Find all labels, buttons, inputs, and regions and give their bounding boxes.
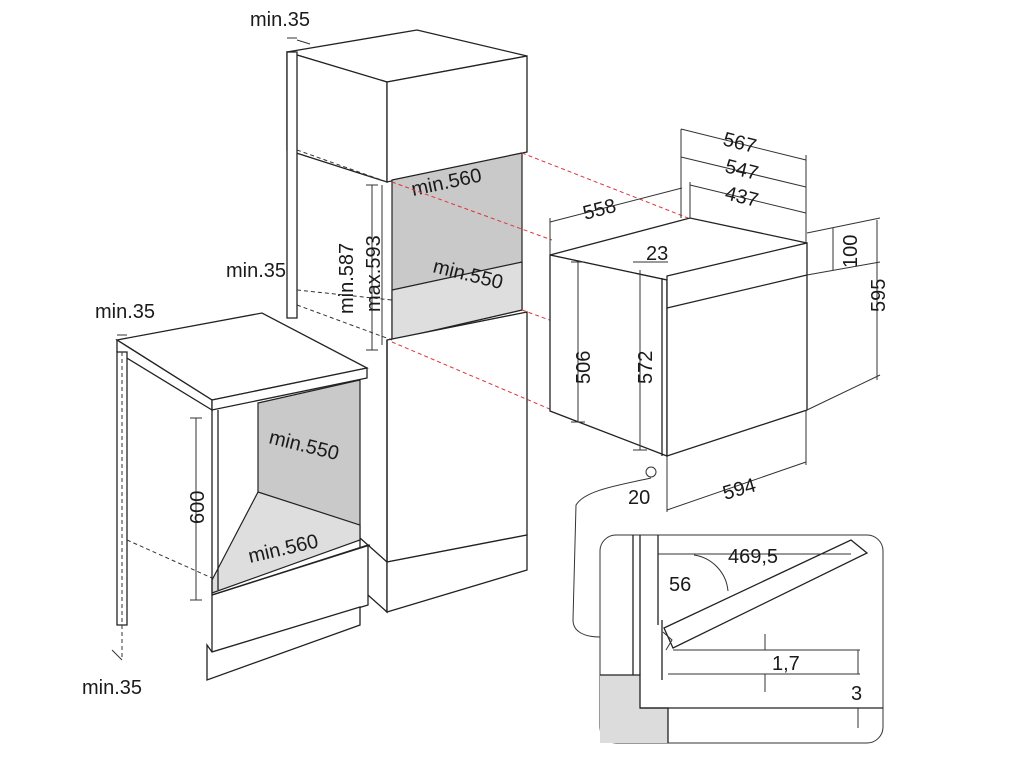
oven-offset-23: 23 (646, 243, 668, 265)
oven-front-height: 572 (635, 351, 657, 384)
oven-body-height: 506 (573, 351, 595, 384)
oven-depth-overall: 567 (721, 129, 759, 158)
oven-depth-547: 547 (723, 156, 761, 185)
detail-gap-1-7: 1,7 (772, 653, 800, 675)
base-bottom-clearance: min.35 (82, 677, 142, 699)
oven-depth-437: 437 (723, 183, 761, 212)
tall-niche-height-min: min.587 (336, 243, 358, 314)
oven (549, 128, 881, 512)
tall-niche-height-max: max.593 (363, 235, 385, 312)
detail-angle: 56 (669, 574, 691, 596)
base-unit (111, 312, 371, 681)
detail-gap-3: 3 (851, 683, 862, 705)
oven-height-overall: 595 (868, 279, 890, 312)
detail-door-opening: 469,5 (728, 546, 778, 568)
oven-width-558: 558 (581, 195, 619, 225)
detail-callout (572, 477, 884, 744)
oven-width-front: 594 (720, 474, 758, 504)
base-top-clearance: min.35 (95, 301, 155, 323)
oven-panel-height: 100 (840, 235, 862, 268)
tall-side-clearance: min.35 (226, 260, 286, 282)
tall-top-clearance: min.35 (250, 9, 310, 31)
oven-offset-20: 20 (628, 487, 650, 509)
base-niche-height: 600 (187, 491, 209, 524)
